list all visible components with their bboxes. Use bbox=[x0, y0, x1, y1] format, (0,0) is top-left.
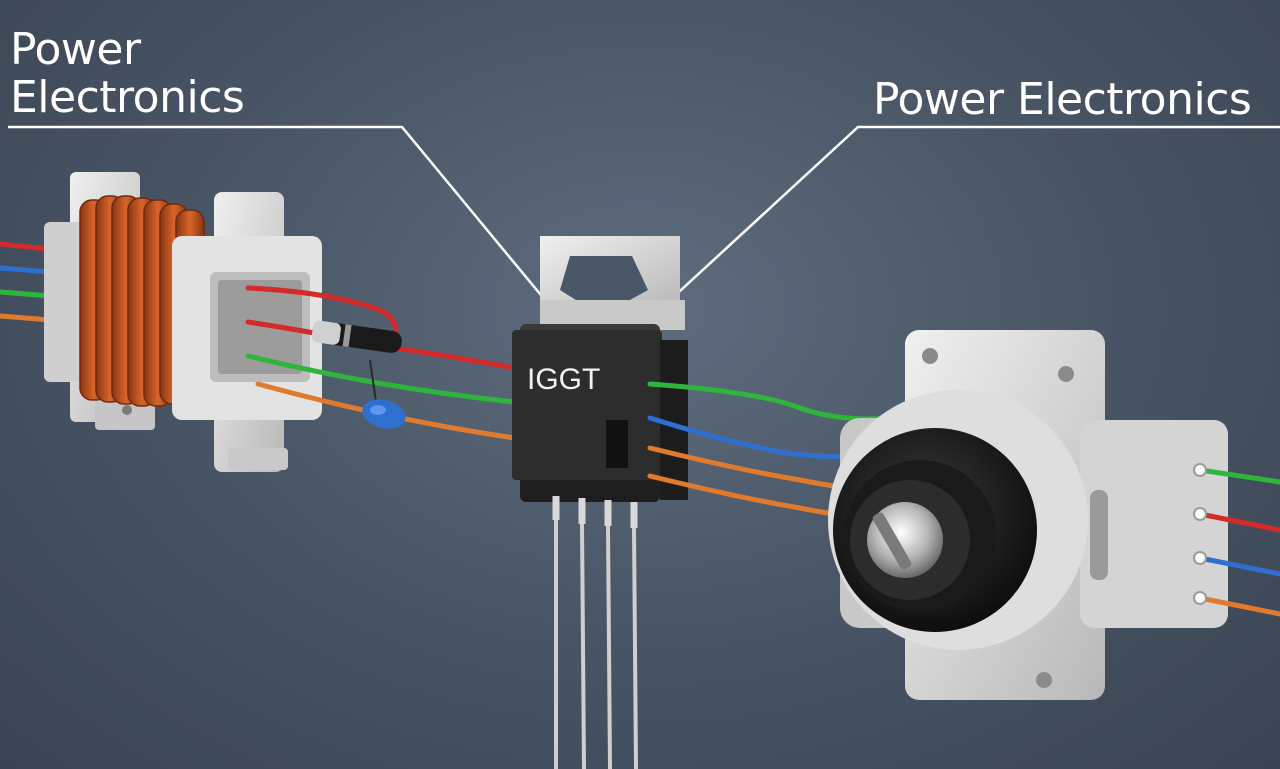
wires-right-exit bbox=[1197, 467, 1280, 617]
igbt-transistor-icon bbox=[512, 236, 688, 769]
round-connector-icon bbox=[828, 330, 1228, 700]
callout-label-left: Power Electronics bbox=[10, 24, 245, 123]
diode-component bbox=[311, 320, 402, 353]
chip-marking: IGGT bbox=[527, 363, 601, 396]
connector-pin-holes bbox=[1193, 463, 1207, 605]
callout-lines bbox=[8, 125, 1280, 303]
callout-label-right: Power Electronics bbox=[873, 74, 1252, 125]
inductor-coil-icon bbox=[44, 172, 322, 472]
capacitor-component bbox=[362, 359, 406, 429]
